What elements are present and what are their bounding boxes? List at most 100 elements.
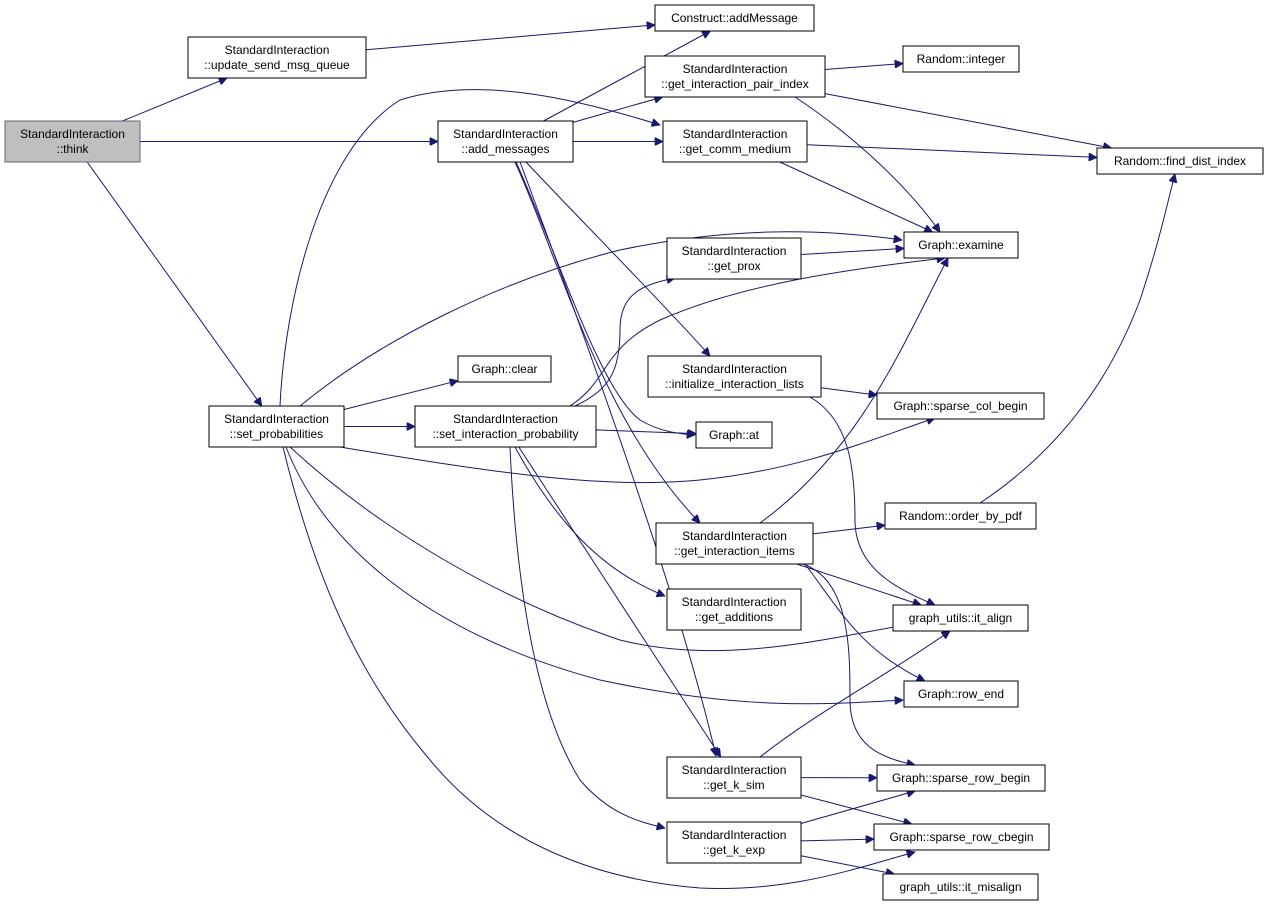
node-clear[interactable]: Graph::clear	[457, 355, 552, 383]
edge-get_prox-to-examine	[800, 248, 904, 255]
node-label-at-line1: Graph::at	[709, 428, 760, 442]
node-label-get_interaction_items-line2: ::get_interaction_items	[674, 544, 795, 558]
node-add_messages[interactable]: StandardInteraction::add_messages	[437, 120, 574, 163]
edge-set_probabilities-to-clear	[343, 381, 458, 410]
node-label-sparse_row_begin-line1: Graph::sparse_row_begin	[892, 771, 1030, 785]
node-box-add_messages	[437, 120, 574, 163]
node-label-sparse_row_cbegin-line1: Graph::sparse_row_cbegin	[889, 830, 1033, 844]
node-set_probabilities[interactable]: StandardInteraction::set_probabilities	[208, 405, 345, 448]
edge-get_k_sim-to-it_align	[759, 631, 950, 758]
edge-set_probabilities-to-get_comm_medium	[279, 89, 660, 407]
node-label-update_send_msg_queue-line2: ::update_send_msg_queue	[204, 58, 350, 72]
node-box-addMessage	[654, 4, 815, 32]
node-at[interactable]: Graph::at	[695, 421, 773, 449]
edge-get_comm_medium-to-find_dist_index	[806, 144, 1097, 158]
node-label-think-line1: StandardInteraction	[20, 127, 125, 141]
node-get_interaction_pair_index[interactable]: StandardInteraction::get_interaction_pai…	[644, 55, 826, 98]
node-label-update_send_msg_queue-line1: StandardInteraction	[225, 43, 330, 57]
node-label-get_k_exp-line2: ::get_k_exp	[703, 843, 765, 857]
node-box-get_k_sim	[666, 756, 802, 799]
node-random_integer[interactable]: Random::integer	[902, 45, 1020, 73]
node-addMessage[interactable]: Construct::addMessage	[654, 4, 815, 32]
node-box-sparse_col_begin	[876, 392, 1045, 420]
node-label-get_interaction_pair_index-line1: StandardInteraction	[683, 62, 788, 76]
node-it_align[interactable]: graph_utils::it_align	[892, 604, 1029, 632]
edge-get_interaction_items-to-examine	[759, 258, 949, 524]
node-examine[interactable]: Graph::examine	[903, 231, 1019, 259]
node-sparse_row_cbegin[interactable]: Graph::sparse_row_cbegin	[873, 823, 1050, 851]
edge-get_interaction_items-to-it_align	[796, 563, 921, 605]
edge-set_interaction_probability-to-examine	[569, 258, 945, 407]
node-think[interactable]: StandardInteraction::think	[4, 120, 141, 163]
node-label-add_messages-line1: StandardInteraction	[453, 127, 558, 141]
node-box-it_align	[892, 604, 1029, 632]
node-label-get_comm_medium-line2: ::get_comm_medium	[679, 142, 791, 156]
node-label-set_probabilities-line1: StandardInteraction	[224, 412, 329, 426]
node-set_interaction_probability[interactable]: StandardInteraction::set_interaction_pro…	[414, 405, 597, 448]
node-order_by_pdf[interactable]: Random::order_by_pdf	[884, 502, 1037, 530]
node-get_comm_medium[interactable]: StandardInteraction::get_comm_medium	[662, 120, 808, 163]
node-sparse_col_begin[interactable]: Graph::sparse_col_begin	[876, 392, 1045, 420]
node-box-get_additions	[666, 588, 802, 631]
node-row_end[interactable]: Graph::row_end	[903, 680, 1019, 708]
edge-add_messages-to-initialize_interaction_lists	[525, 161, 710, 356]
edge-set_probabilities-to-sparse_row_cbegin	[282, 446, 915, 889]
edge-order_by_pdf-to-find_dist_index	[979, 174, 1175, 504]
node-box-get_k_exp	[666, 821, 802, 864]
node-it_misalign[interactable]: graph_utils::it_misalign	[882, 873, 1039, 901]
edge-get_k_exp-to-sparse_row_cbegin	[800, 839, 874, 841]
node-label-clear-line1: Graph::clear	[471, 362, 537, 376]
node-label-get_additions-line1: StandardInteraction	[682, 595, 787, 609]
edge-set_interaction_probability-to-get_k_sim	[518, 446, 721, 757]
node-box-clear	[457, 355, 552, 383]
node-box-order_by_pdf	[884, 502, 1037, 530]
node-label-get_prox-line1: StandardInteraction	[682, 244, 787, 258]
edge-add_messages-to-at	[515, 161, 695, 435]
node-label-get_prox-line2: ::get_prox	[707, 259, 760, 273]
node-box-row_end	[903, 680, 1019, 708]
edge-set_interaction_probability-to-get_k_exp	[509, 446, 665, 828]
node-initialize_interaction_lists[interactable]: StandardInteraction::initialize_interact…	[647, 355, 822, 398]
node-box-set_probabilities	[208, 405, 345, 448]
node-label-get_interaction_items-line1: StandardInteraction	[682, 529, 787, 543]
edge-add_messages-to-get_interaction_items	[514, 161, 700, 523]
edge-get_k_exp-to-sparse_row_begin	[800, 791, 915, 824]
node-find_dist_index[interactable]: Random::find_dist_index	[1096, 147, 1264, 175]
node-box-get_interaction_items	[655, 522, 814, 565]
node-box-get_prox	[666, 237, 802, 280]
node-box-think	[4, 120, 141, 163]
node-get_k_exp[interactable]: StandardInteraction::get_k_exp	[666, 821, 802, 864]
node-box-random_integer	[902, 45, 1020, 73]
node-box-examine	[903, 231, 1019, 259]
node-label-addMessage-line1: Construct::addMessage	[671, 11, 798, 25]
node-box-initialize_interaction_lists	[647, 355, 822, 398]
node-label-get_interaction_pair_index-line2: ::get_interaction_pair_index	[661, 77, 808, 91]
edge-think-to-set_probabilities	[86, 161, 262, 406]
node-label-order_by_pdf-line1: Random::order_by_pdf	[899, 509, 1022, 523]
edge-set_interaction_probability-to-get_prox	[574, 278, 675, 407]
edge-get_interaction_pair_index-to-random_integer	[824, 64, 903, 70]
node-label-random_integer-line1: Random::integer	[917, 52, 1006, 66]
node-box-sparse_row_begin	[876, 764, 1046, 792]
node-label-get_comm_medium-line1: StandardInteraction	[683, 127, 788, 141]
edge-set_probabilities-to-examine	[299, 231, 902, 407]
node-box-set_interaction_probability	[414, 405, 597, 448]
node-label-set_interaction_probability-line1: StandardInteraction	[453, 412, 558, 426]
edge-set_probabilities-to-row_end	[285, 446, 903, 704]
node-get_prox[interactable]: StandardInteraction::get_prox	[666, 237, 802, 280]
node-get_k_sim[interactable]: StandardInteraction::get_k_sim	[666, 756, 802, 799]
node-label-initialize_interaction_lists-line2: ::initialize_interaction_lists	[665, 377, 804, 391]
edge-update_send_msg_queue-to-addMessage	[365, 25, 655, 51]
edge-add_messages-to-get_interaction_pair_index	[572, 97, 663, 123]
node-get_interaction_items[interactable]: StandardInteraction::get_interaction_ite…	[655, 522, 814, 565]
edge-set_interaction_probability-to-at	[595, 430, 696, 434]
node-get_additions[interactable]: StandardInteraction::get_additions	[666, 588, 802, 631]
node-box-get_comm_medium	[662, 120, 808, 163]
edge-think-to-update_send_msg_queue	[122, 78, 227, 122]
node-sparse_row_begin[interactable]: Graph::sparse_row_begin	[876, 764, 1046, 792]
node-label-examine-line1: Graph::examine	[918, 238, 1004, 252]
node-update_send_msg_queue[interactable]: StandardInteraction::update_send_msg_que…	[187, 36, 367, 79]
nodes: StandardInteraction::thinkStandardIntera…	[4, 4, 1264, 901]
edge-get_interaction_pair_index-to-examine	[794, 96, 940, 232]
